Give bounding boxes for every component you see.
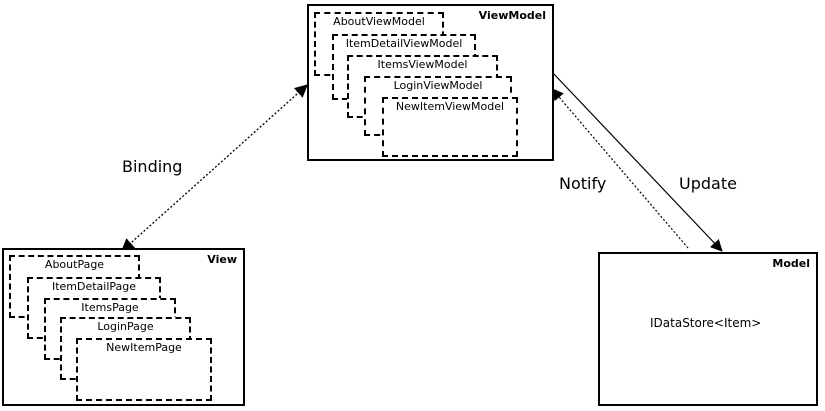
model-box: Model IDataStore<Item> — [598, 252, 818, 406]
notify-arrow — [551, 88, 689, 249]
viewmodel-stack-item: NewItemViewModel — [382, 97, 518, 157]
viewmodel-stack-label: NewItemViewModel — [395, 100, 505, 113]
viewmodel-title: ViewModel — [478, 9, 546, 22]
viewmodel-stack-label: LoginViewModel — [393, 79, 483, 92]
binding-arrow — [121, 84, 308, 252]
view-stack-label: ItemDetailPage — [51, 280, 137, 293]
update-label: Update — [679, 174, 737, 193]
view-stack-label: AboutPage — [44, 258, 105, 271]
update-arrow — [551, 71, 723, 252]
model-content: IDataStore<Item> — [650, 316, 762, 330]
view-stack-label: ItemsPage — [81, 301, 139, 314]
viewmodel-stack-label: AboutViewModel — [333, 15, 425, 28]
view-stack-item: NewItemPage — [76, 338, 212, 401]
viewmodel-stack-label: ItemsViewModel — [377, 58, 468, 71]
view-stack-label: NewItemPage — [106, 341, 182, 354]
binding-label: Binding — [122, 157, 183, 176]
viewmodel-stack-label: ItemDetailViewModel — [345, 37, 463, 50]
view-title: View — [207, 253, 237, 266]
notify-label: Notify — [559, 174, 607, 193]
model-title: Model — [772, 257, 810, 270]
view-stack-label: LoginPage — [97, 320, 154, 333]
